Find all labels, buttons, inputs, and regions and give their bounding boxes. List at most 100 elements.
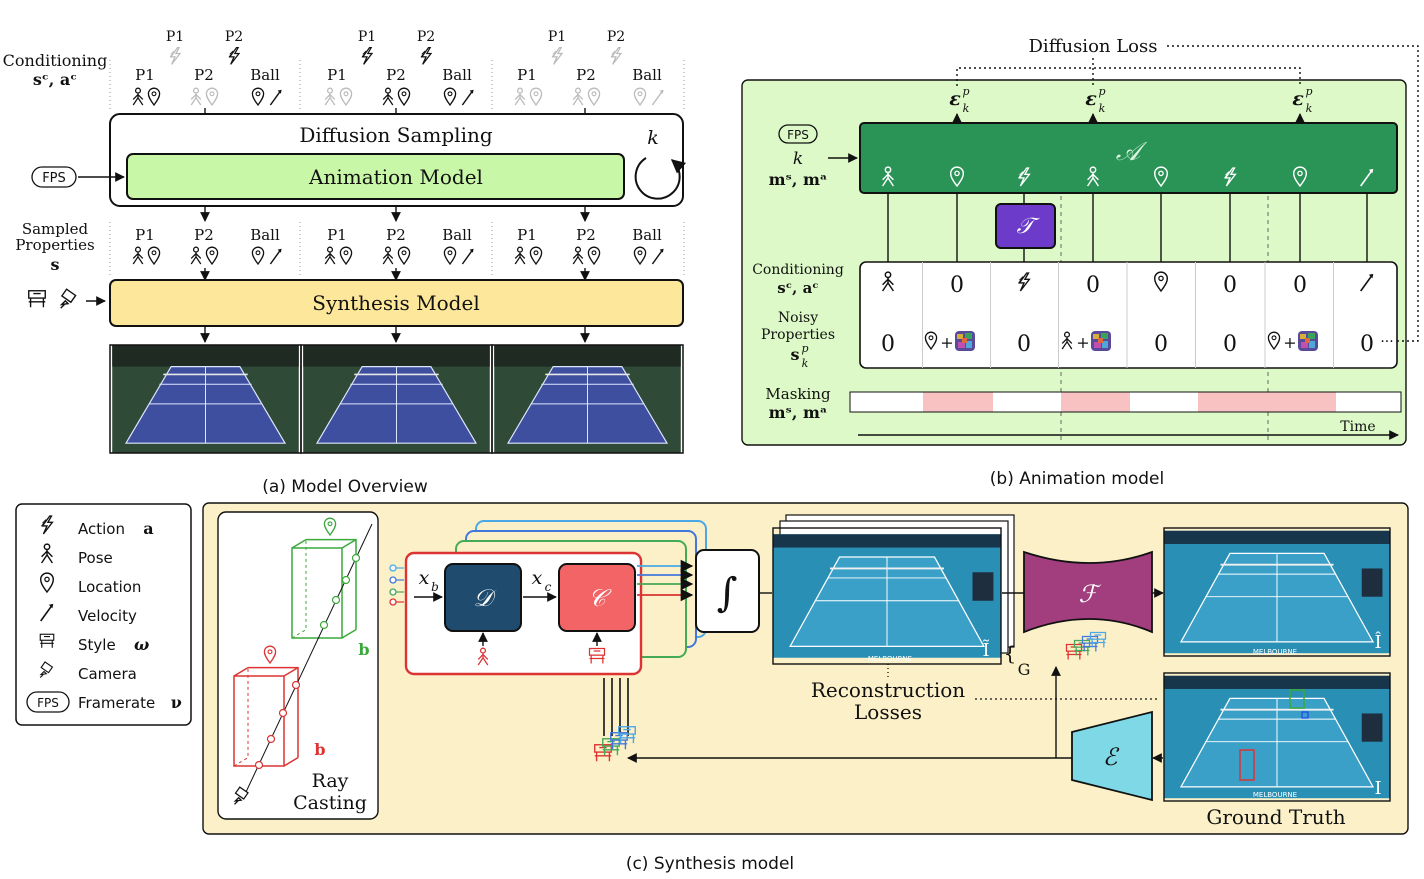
input-dot [389,588,397,596]
frame-image [302,345,491,453]
location-icon [147,246,161,265]
sampled-label-1: Sampled [22,220,89,238]
action-p2-label-1: P2 [417,29,435,45]
input-dot [389,576,397,584]
plus-sign: + [940,333,953,352]
eps-sub: k [963,102,970,115]
sample-point [278,708,288,718]
green-cuboid-lines [291,538,357,639]
action-p2-label-2: P2 [607,29,625,45]
brace: { [1004,641,1017,665]
eps-dotted-line [956,58,1301,86]
eps-label: ε [949,88,961,110]
i-label: I [1374,778,1381,799]
legend-fps: FPS [37,696,59,710]
fps-label: FPS [42,171,66,186]
noisy-zero: 0 [881,332,895,357]
xb-label: x [419,567,430,589]
frame-image [493,345,682,453]
fps-icon [26,691,70,713]
location-icon [39,572,55,593]
time-label: Time [1340,419,1375,435]
style-icon [28,290,46,308]
eps-sup: p [1098,85,1105,98]
fps-badge-b [778,124,818,144]
noise-icon [1298,331,1318,351]
sampled-p2-label-0: P2 [194,226,214,244]
sampled-p2-label-1: P2 [386,226,406,244]
sampled-var: s [50,255,59,274]
p2-label-0: P2 [194,66,214,84]
sampled-ball-label-0: Ball [250,226,280,244]
pose-icon [190,87,202,106]
legend-symbol: ν [171,693,182,712]
location-icon [205,246,219,265]
e-symbol: ℰ [1103,743,1120,771]
noisy-sub: k [802,357,809,370]
eps-sub: k [1306,102,1313,115]
i-hat-label: Î [1374,630,1381,653]
cond-label-b: Conditioning [752,262,844,278]
diffusion-sampling-title: Diffusion Sampling [299,123,493,147]
noisy-zero: 0 [1360,332,1374,357]
pose-icon [132,87,144,106]
input-dot [389,598,397,606]
action-icon [551,46,563,66]
legend-label: Framerate [78,694,155,712]
ellipsis-b: ··· [1380,334,1393,350]
ground-truth-label: Ground Truth [1206,805,1345,829]
legend-symbol: ω [134,635,149,654]
legend-label: Action [78,520,125,538]
k-label: k [647,127,659,149]
mask-vars-b: mˢ, mᵃ [769,170,828,189]
mask-segment [923,392,993,412]
sample-point [319,620,329,630]
sampled-p2-label-2: P2 [576,226,596,244]
pose-icon [514,246,526,265]
conditioning-vars: sᶜ, aᶜ [33,70,77,89]
rendered-frame [772,527,1002,665]
action-icon [40,515,54,535]
ray-line [245,523,373,793]
ball-label-0: Ball [250,66,280,84]
legend-label: Location [78,578,141,596]
reconstruction-label-1: Reconstruction [811,678,965,702]
action-icon [361,46,373,66]
pose-icon [40,543,54,564]
sampled-ball-label-2: Ball [632,226,662,244]
ray-casting-box [217,511,379,820]
camera-icon [60,288,77,309]
location-icon [587,87,601,106]
action-p1-label-0: P1 [166,29,184,45]
pose-icon [324,246,336,265]
noise-icon [1091,331,1111,351]
loop-arrow [634,157,687,200]
noisy-zero: 0 [1154,332,1168,357]
pose-icon [190,246,202,265]
frame-image [111,345,300,453]
pose-icon [572,246,584,265]
b-label-red: b [314,740,325,759]
eps-label: ε [1292,88,1304,110]
location-icon [443,87,457,106]
predicted-image [1164,529,1390,655]
eps-sub: k [1099,102,1106,115]
pose-icon [382,87,394,106]
location-icon [339,87,353,106]
k-label-b: k [793,149,803,169]
integral-symbol: ∫ [717,570,738,616]
melbourne-text: MELBOURNE [868,655,912,663]
g-label: G [1018,660,1031,679]
legend-label: Camera [78,665,137,683]
reconstruction-label-2: Losses [854,700,922,724]
sampled-label-2: Properties [15,236,94,254]
velocity-icon [461,88,475,106]
rendered-image [773,533,1001,659]
pose-icon [572,87,584,106]
eps-sup: p [962,85,969,98]
noisy-zero: 0 [1223,332,1237,357]
red-cuboid-lines [233,666,299,767]
location-icon [529,87,543,106]
sample-point [266,734,276,744]
